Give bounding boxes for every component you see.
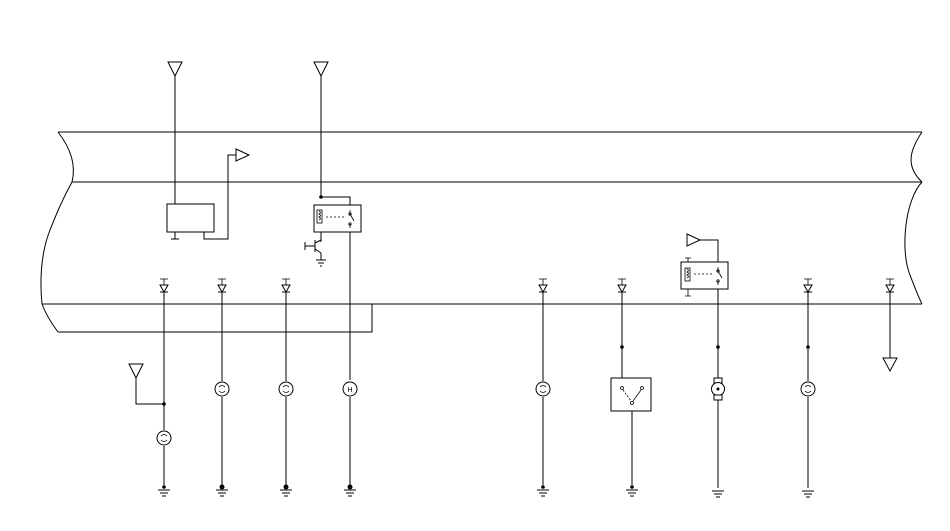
ground-icon [158, 485, 170, 497]
bulb-filaments [160, 385, 812, 442]
control-module [166, 154, 236, 240]
ground-icon [802, 490, 814, 498]
ground-icon [626, 485, 638, 497]
circuit-8 [800, 278, 816, 488]
antenna-center-icon [313, 61, 329, 199]
transistor-icon [304, 239, 326, 267]
circuit-6-switch [610, 278, 652, 485]
circuit-4-lamp-h: H [342, 381, 358, 485]
ground-icon [537, 485, 549, 497]
lamp-label: H [347, 386, 352, 394]
ground-icon [712, 490, 724, 498]
ground-icon [216, 484, 228, 497]
circuit-3 [278, 278, 294, 485]
ground-icon [280, 484, 292, 497]
circuit-2 [214, 278, 230, 485]
antenna-left-icon [167, 61, 183, 204]
circuit-9-output [882, 278, 898, 373]
junction-box-outline [40, 131, 923, 333]
output-arrow-icon [235, 148, 251, 162]
ground-icons [158, 484, 814, 498]
ground-icon [344, 484, 356, 497]
circuit-1 [128, 278, 172, 485]
relay-left [313, 196, 362, 380]
circuit-7-motor [711, 345, 725, 488]
relay-right [680, 257, 729, 378]
circuit-5 [535, 278, 551, 485]
feed-arrow-icon [686, 233, 719, 262]
